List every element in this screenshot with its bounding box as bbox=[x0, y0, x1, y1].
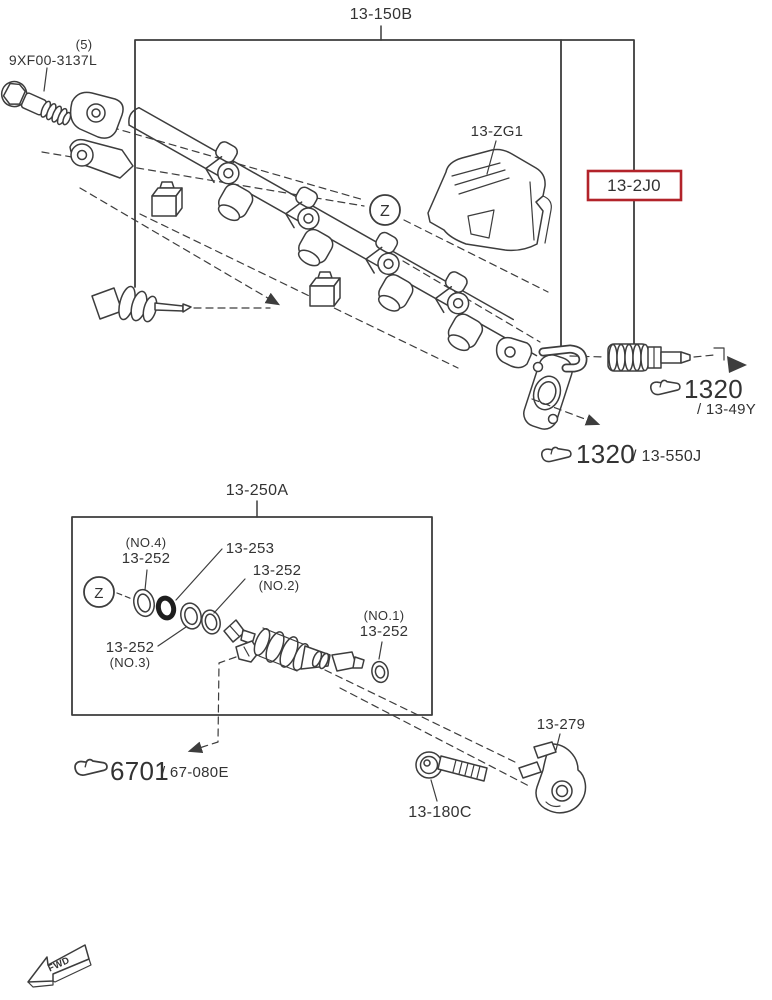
sealant-note-6701: 6701 / 67-080E bbox=[74, 756, 229, 786]
sealant-note-bottom: 1320 / 13-550J bbox=[541, 439, 701, 469]
sealant-code: 6701 bbox=[110, 756, 169, 786]
detail-box bbox=[71, 516, 433, 716]
svg-text:Z: Z bbox=[94, 585, 103, 602]
bracket-code-label: 13-279 bbox=[537, 716, 586, 733]
injector-socket-1 bbox=[205, 141, 254, 222]
injector-detail-assembly: 13-250A Z bbox=[71, 482, 530, 787]
highlighted-callout-13-2J0: 13-2J0 bbox=[586, 169, 683, 202]
sealant-dashed-leader bbox=[187, 656, 237, 754]
grommet-code: 13-253 bbox=[226, 540, 275, 557]
sealant-hand-icon bbox=[74, 758, 108, 776]
detail-marker-z-upper: Z bbox=[369, 194, 401, 226]
detail-labels: (NO.4) 13-252 13-253 13-252 (NO.2) 13-25… bbox=[106, 535, 409, 670]
manifold-boss-2 bbox=[309, 271, 341, 307]
loose-injector-drawing bbox=[91, 285, 192, 323]
oring-no4-qty: (NO.4) bbox=[126, 535, 167, 550]
svg-text:Z: Z bbox=[380, 203, 390, 220]
oring-no1-code: 13-252 bbox=[360, 623, 409, 640]
oring-no4-drawing bbox=[133, 588, 155, 618]
injector-socket-2 bbox=[285, 186, 334, 267]
bolt-code-label: 9XF00-3137L bbox=[9, 52, 97, 68]
oring-no2-qty: (NO.2) bbox=[259, 578, 300, 593]
mount-bolt-label-leader bbox=[430, 779, 438, 802]
sealant-note-right: 1320 / 13-49Y bbox=[650, 374, 756, 418]
fwd-direction-icon: FWD bbox=[27, 944, 92, 988]
oring-no3-drawing bbox=[180, 602, 202, 630]
sealant-hand-icon bbox=[541, 446, 572, 463]
assembly-label: 13-150B bbox=[350, 6, 413, 23]
oring-no3-qty: (NO.3) bbox=[110, 655, 151, 670]
support-bracket-group: 13-279 13-180C bbox=[408, 716, 587, 821]
mount-bolt-code-label: 13-180C bbox=[408, 804, 471, 821]
bolt-label-leader bbox=[43, 67, 48, 92]
sealant-ref: / 13-49Y bbox=[697, 401, 756, 418]
cover-label-leader bbox=[486, 140, 497, 175]
sealant-code: 1320 bbox=[684, 374, 743, 404]
bolt-qty-label: (5) bbox=[76, 37, 93, 52]
bracket-dashed-leader-2 bbox=[339, 687, 530, 787]
manifold-boss-1 bbox=[151, 181, 183, 217]
direction-corner-arrow bbox=[693, 347, 747, 373]
oring-no3-code: 13-252 bbox=[106, 639, 155, 656]
oring-no2-code: 13-252 bbox=[253, 562, 302, 579]
sealant-ref: / 13-550J bbox=[632, 448, 701, 465]
fuel-rail-drawing bbox=[128, 106, 538, 357]
damper-drawing bbox=[607, 343, 691, 372]
injector-socket-3 bbox=[365, 231, 414, 312]
oring-no4-code: 13-252 bbox=[122, 550, 171, 567]
oring-no1-drawing bbox=[371, 660, 389, 684]
upper-assembly: 13-150B bbox=[0, 6, 756, 469]
bracket-dashed-leader-1 bbox=[324, 669, 518, 764]
gasket-arrow bbox=[531, 398, 601, 426]
mount-bolt-drawing bbox=[415, 751, 488, 782]
damper-code-label: 13-2J0 bbox=[607, 176, 661, 195]
heat-cover-drawing bbox=[427, 148, 552, 252]
sealant-hand-icon bbox=[650, 379, 681, 396]
oring-no2-drawing bbox=[201, 609, 221, 635]
rail-bolt-drawing bbox=[0, 80, 72, 126]
injector-socket-4 bbox=[434, 271, 484, 352]
grommet-drawing bbox=[155, 595, 177, 621]
rail-end-flange-drawing bbox=[495, 336, 588, 430]
bracket-drawing bbox=[518, 741, 587, 814]
detail-marker-z-lower: Z bbox=[83, 576, 133, 608]
injector-detail-drawing bbox=[223, 619, 365, 672]
oring-no1-qty: (NO.1) bbox=[364, 608, 405, 623]
rail-bracket-drawing bbox=[69, 91, 134, 179]
bracket-label-leader bbox=[555, 733, 561, 751]
sealant-ref: / 67-080E bbox=[161, 764, 229, 781]
detail-assembly-label: 13-250A bbox=[226, 482, 289, 499]
sealant-code: 1320 bbox=[576, 439, 635, 469]
cover-code-label: 13-ZG1 bbox=[471, 123, 524, 140]
